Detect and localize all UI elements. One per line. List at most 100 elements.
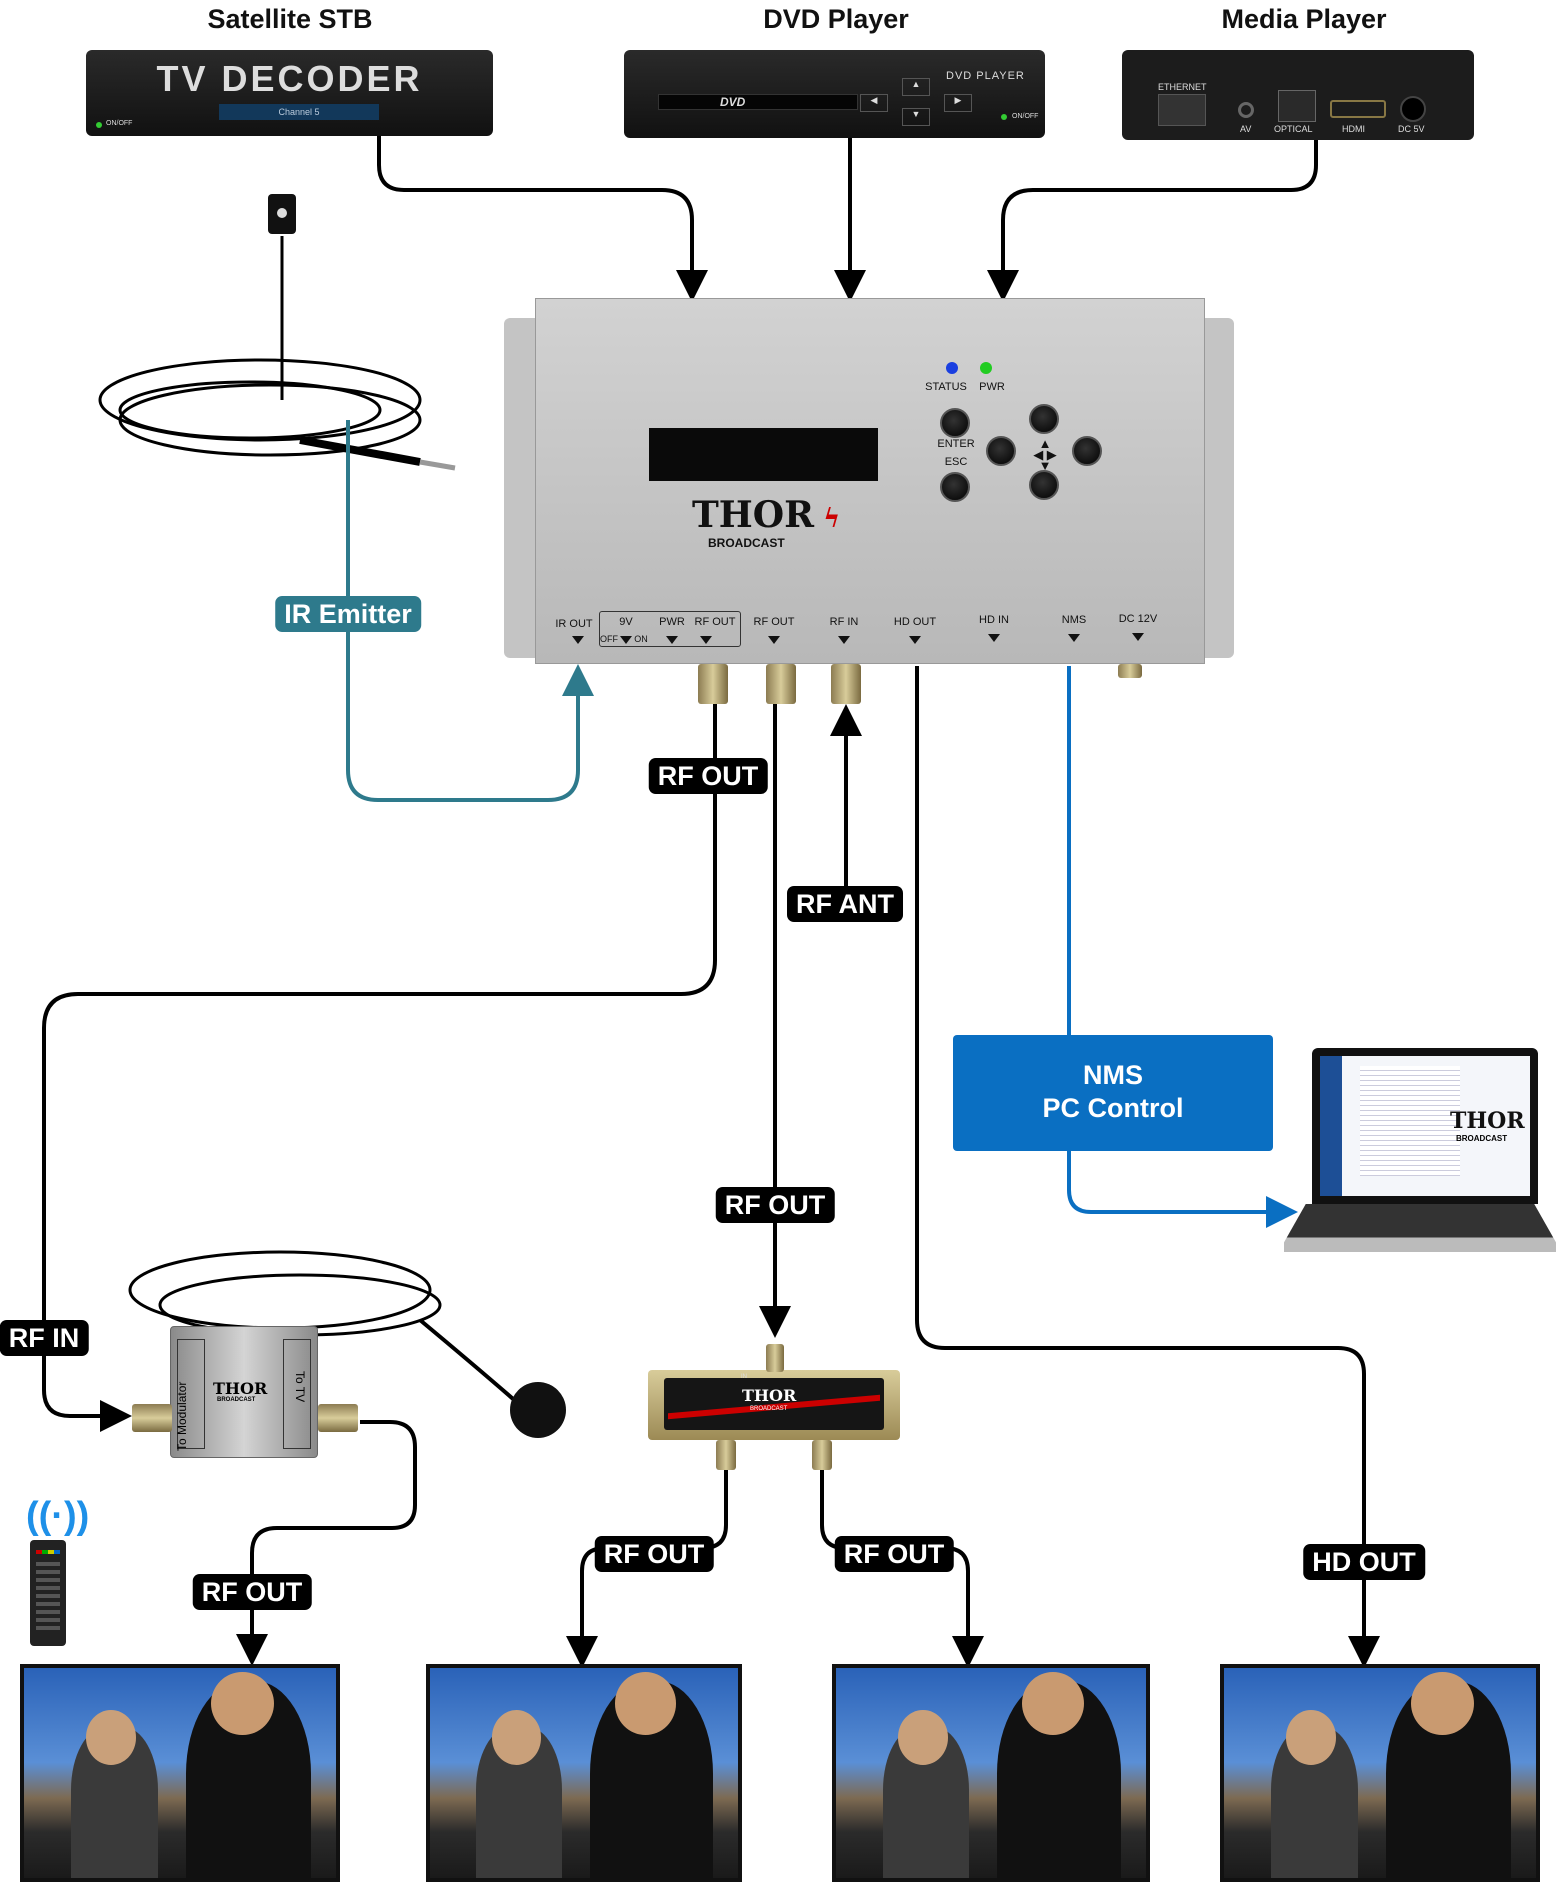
up-button[interactable]	[1029, 404, 1059, 434]
inline-modulator: To Modulator THOR BROADCAST To TV	[170, 1326, 318, 1458]
stb-power-label: ON/OFF	[106, 120, 133, 127]
label-rf-out: RF OUT	[648, 758, 768, 794]
dvd-player: DVD DVD PLAYER ◀ ▲ ▼ ▶ ON/OFF	[624, 50, 1045, 138]
modulator-logo-sub: BROADCAST	[217, 1397, 256, 1403]
label-rf-in: RF IN	[0, 1320, 89, 1356]
port-label-hd-out: HD OUT	[893, 616, 937, 628]
media-player: ETHERNET AV OPTICAL HDMI DC 5V	[1122, 50, 1474, 140]
nms-line2: PC Control	[1042, 1093, 1184, 1123]
satellite-stb: TV DECODER Channel 5 ON/OFF	[86, 50, 493, 136]
cable-rf-out-modulator	[42, 702, 717, 1432]
cable-media	[987, 140, 1318, 302]
splitter-out-connector	[716, 1440, 736, 1470]
modulator-left-label: To Modulator	[175, 1381, 189, 1451]
tv-screen-3	[832, 1664, 1150, 1882]
cable-nms	[1067, 666, 1286, 1212]
status-label: STATUS	[925, 381, 967, 393]
dc-connector	[1118, 664, 1142, 678]
port-label-pwr: PWR	[659, 616, 685, 628]
remote-control-icon	[30, 1540, 66, 1646]
label-rf-ant: RF ANT	[787, 886, 903, 922]
esc-button[interactable]	[940, 472, 970, 502]
right-button[interactable]	[1072, 436, 1102, 466]
port-label-rf-out: RF OUT	[694, 616, 736, 628]
media-port-label: HDMI	[1342, 124, 1365, 134]
splitter-logo: THOR	[742, 1386, 797, 1405]
power-led-icon	[96, 122, 102, 128]
enter-label: ENTER	[937, 438, 975, 450]
switch-on-label: ON	[634, 634, 648, 644]
modulator-out-connector	[318, 1404, 358, 1432]
tv-screen-2	[426, 1664, 742, 1882]
title-media-player: Media Player	[1221, 4, 1387, 34]
splitter-in-connector	[766, 1344, 784, 1372]
prev-button[interactable]: ◀	[860, 94, 888, 112]
splitter-out-connector-2	[812, 1440, 832, 1470]
port-label-dc-12v: DC 12V	[1118, 613, 1158, 625]
cable-stb	[377, 136, 708, 302]
label-rf-out-left: RF OUT	[594, 1536, 714, 1572]
dvd-power-label: ON/OFF	[1012, 113, 1039, 120]
cable-mod-tv	[236, 1420, 417, 1666]
title-dvd-player: DVD Player	[763, 4, 909, 34]
splitter-in-label: IN	[741, 1374, 747, 1380]
port-label-rf-in: RF IN	[829, 616, 859, 628]
modulator-right-label: To TV	[293, 1371, 307, 1403]
media-port-label: AV	[1240, 124, 1252, 134]
wireless-signal-icon: ((·))	[26, 1495, 90, 1537]
rf-out-connector-2	[766, 664, 796, 704]
stop-button[interactable]: ▼	[902, 108, 930, 126]
optical-port-icon	[1278, 90, 1316, 122]
tv-screen-1	[20, 1664, 340, 1882]
modulator-logo: THOR	[213, 1379, 268, 1398]
rf-in-connector	[831, 664, 861, 704]
port-label-rf-out-2: RF OUT	[753, 616, 795, 628]
laptop-logo: THOR	[1450, 1108, 1525, 1134]
pwr-label: PWR	[979, 381, 1005, 393]
laptop: THOR BROADCAST	[1312, 1048, 1538, 1204]
cable-hd-out	[915, 666, 1380, 1668]
left-button[interactable]	[986, 436, 1016, 466]
enter-button[interactable]	[940, 408, 970, 438]
rf-out-connector	[698, 664, 728, 704]
dvd-logo: DVD	[720, 95, 746, 109]
label-ir-emitter: IR Emitter	[275, 596, 421, 632]
media-port-label: ETHERNET	[1158, 82, 1207, 92]
tv-screen-4	[1220, 1664, 1540, 1882]
rf-splitter: IN THOR BROADCAST	[648, 1370, 900, 1440]
status-led-icon	[946, 362, 958, 374]
eject-button[interactable]: ▲	[902, 78, 930, 96]
port-label-9v: 9V	[619, 616, 633, 628]
label-rf-out-right: RF OUT	[834, 1536, 954, 1572]
laptop-logo-sub: BROADCAST	[1456, 1134, 1508, 1143]
power-led-icon	[1001, 114, 1007, 120]
pwr-led-icon	[980, 362, 992, 374]
port-label-ir-out: IR OUT	[555, 618, 593, 630]
dc-port-icon	[1400, 96, 1426, 122]
label-hd-out: HD OUT	[1303, 1544, 1425, 1580]
play-button[interactable]: ▶	[944, 94, 972, 112]
ethernet-port-icon	[1158, 94, 1206, 126]
port-label-nms: NMS	[1061, 614, 1087, 626]
ir-emitter-sensor-icon	[268, 194, 296, 234]
nms-pc-control-box: NMS PC Control	[953, 1035, 1273, 1151]
thor-logo: THOR ϟ	[692, 494, 841, 536]
stb-brand: TV DECODER	[156, 58, 423, 99]
ir-receiver-icon	[510, 1382, 566, 1438]
laptop-keyboard	[1284, 1204, 1556, 1252]
media-port-label: DC 5V	[1398, 124, 1425, 134]
direction-arrows-icon: ▲◀ ▶▼	[1033, 436, 1057, 473]
lcd-display	[649, 428, 878, 481]
esc-label: ESC	[944, 456, 968, 468]
port-label-hd-in: HD IN	[979, 614, 1009, 626]
media-port-label: OPTICAL	[1274, 124, 1313, 134]
title-satellite-stb: Satellite STB	[207, 4, 373, 34]
av-port-icon	[1238, 102, 1254, 118]
cable-ir	[346, 420, 594, 802]
thor-logo-sub: BROADCAST	[708, 536, 785, 550]
down-button[interactable]	[1029, 470, 1059, 500]
label-rf-out-splitter: RF OUT	[715, 1187, 835, 1223]
hdmi-port-icon	[1330, 100, 1386, 118]
power-group-box	[599, 611, 741, 647]
